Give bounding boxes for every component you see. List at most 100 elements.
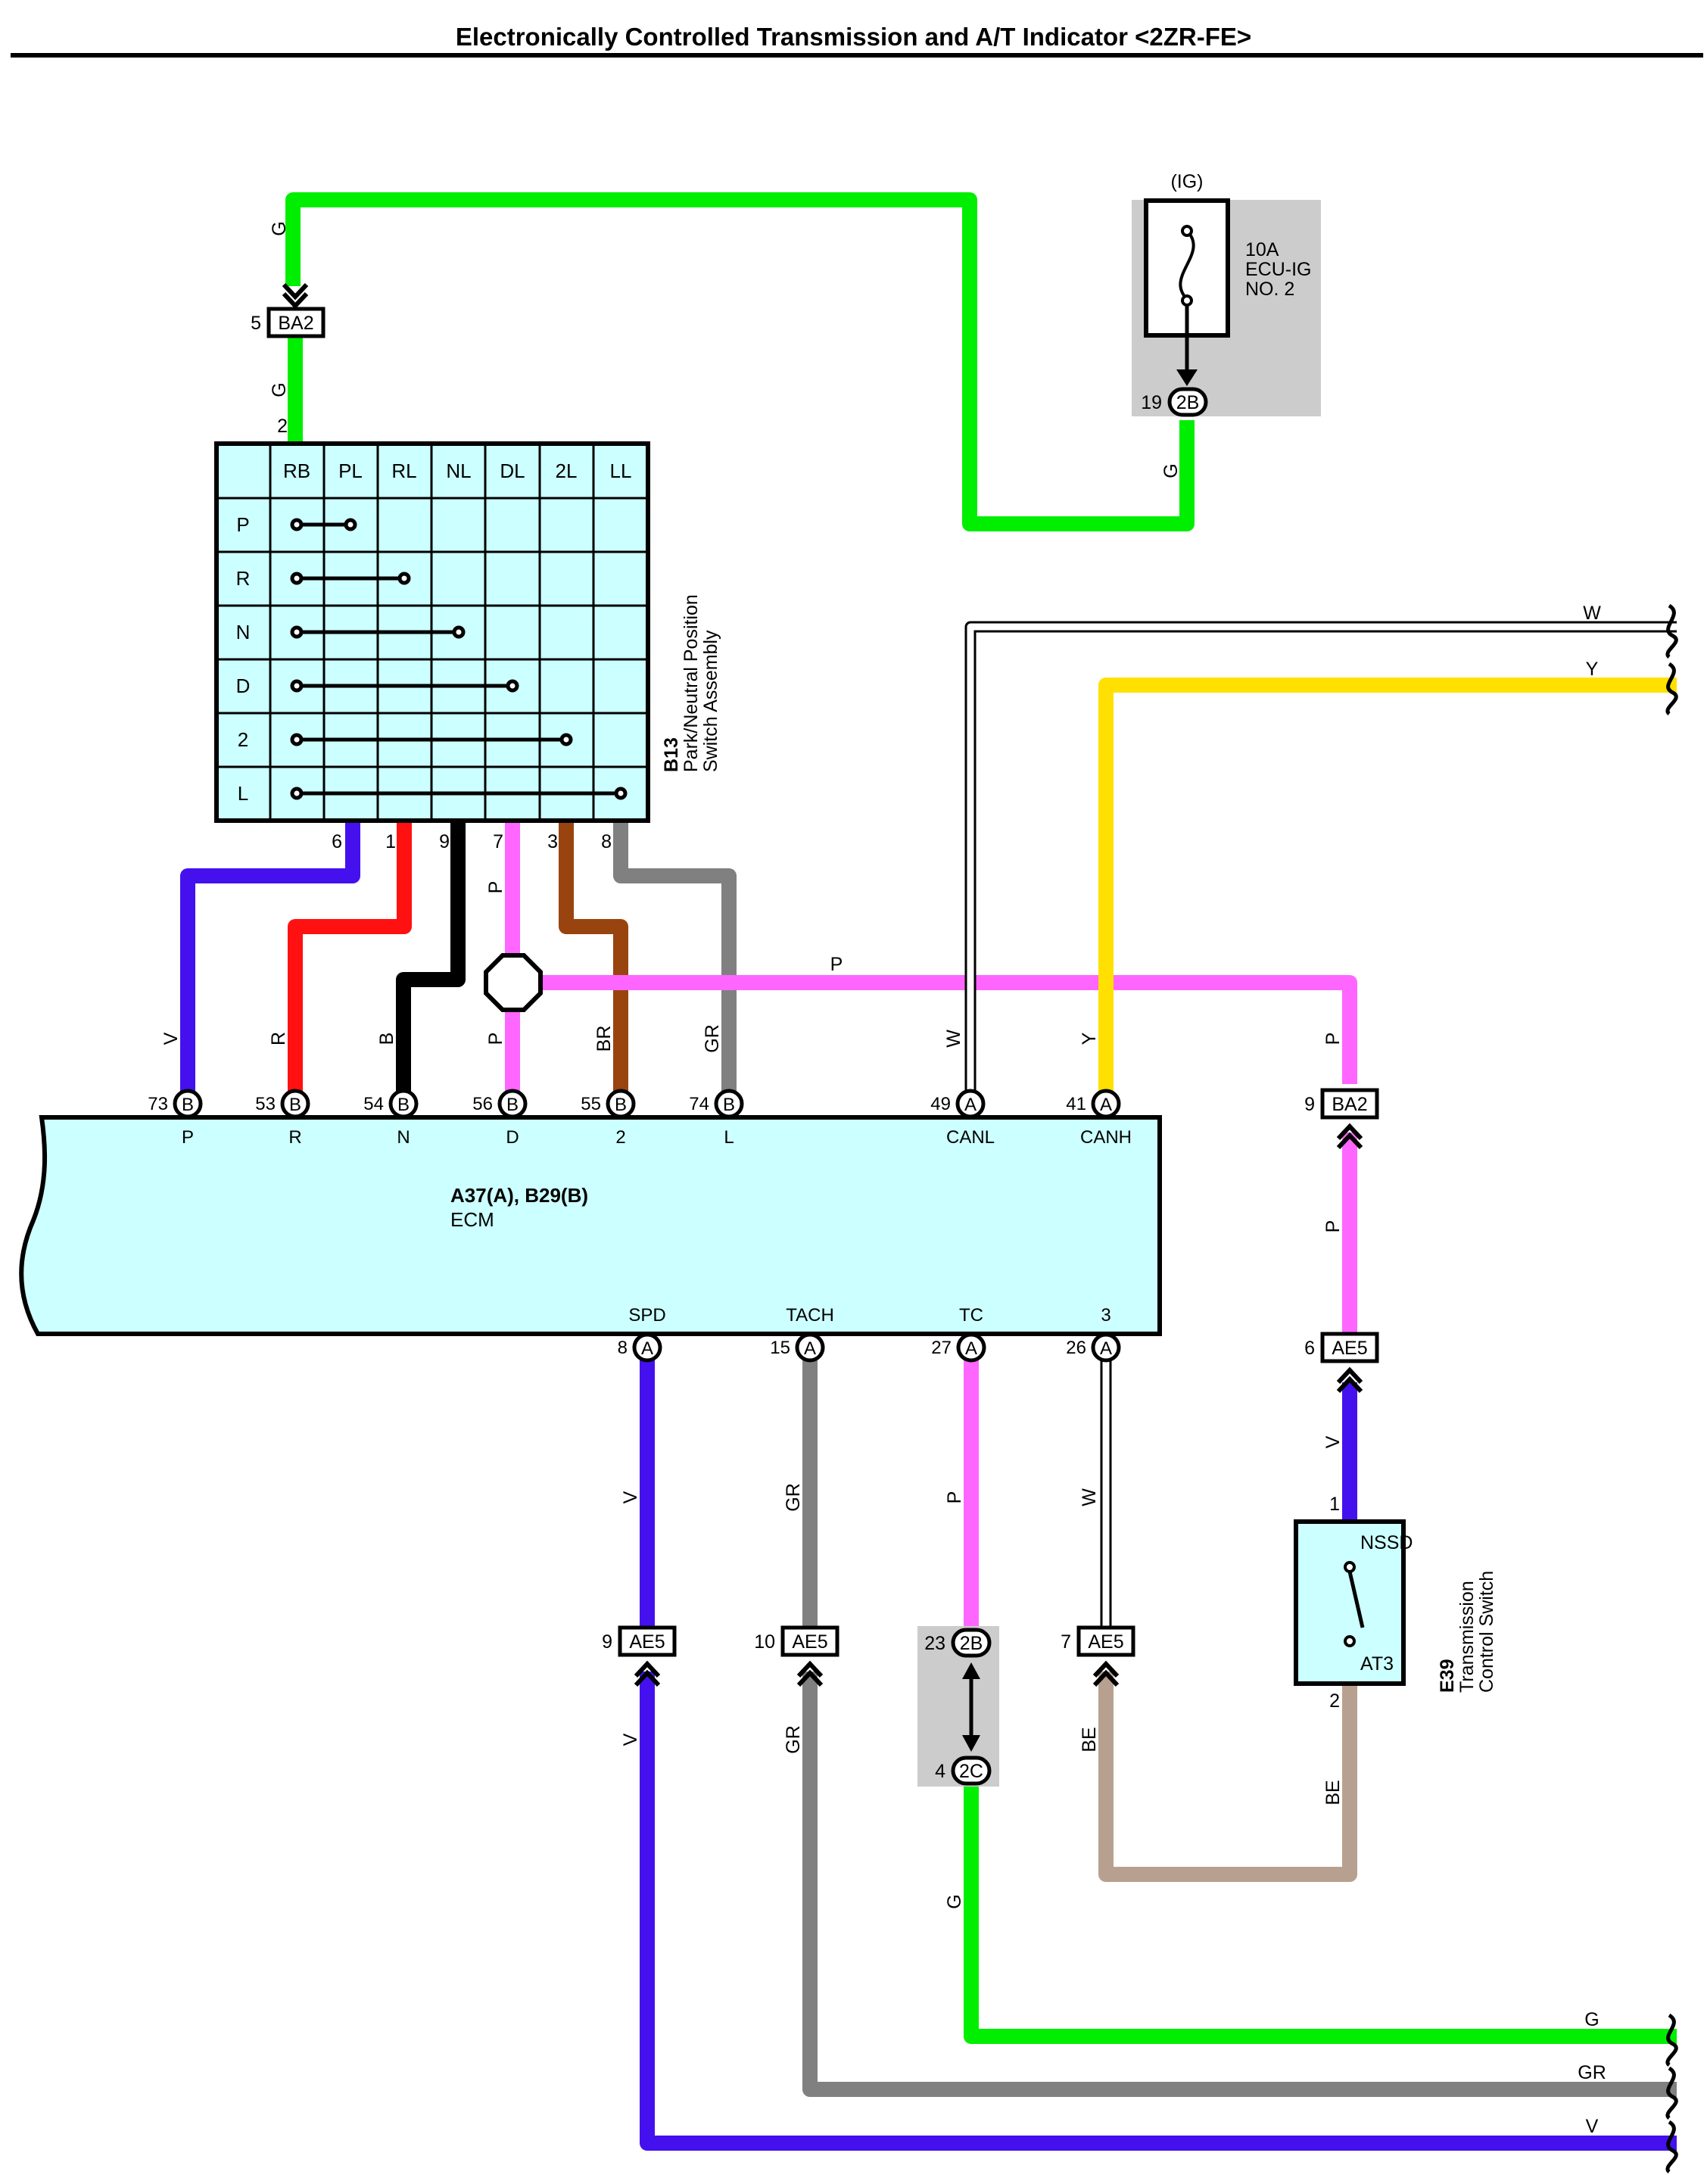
svg-text:AT3: AT3: [1360, 1653, 1394, 1675]
svg-text:74: 74: [689, 1094, 709, 1114]
svg-text:7: 7: [1061, 1631, 1071, 1653]
svg-text:GR: GR: [783, 1725, 804, 1754]
svg-text:V: V: [620, 1491, 641, 1503]
svg-text:TACH: TACH: [786, 1305, 834, 1326]
svg-text:CANH: CANH: [1080, 1127, 1132, 1148]
svg-text:26: 26: [1066, 1338, 1086, 1358]
svg-text:54: 54: [363, 1094, 384, 1114]
fuse-block: (IG) 10A ECU-IG NO. 2 2B 19: [1141, 171, 1312, 417]
svg-text:R: R: [236, 567, 251, 590]
svg-text:D: D: [506, 1127, 519, 1148]
wire-g-bottom: [964, 1787, 1677, 2044]
wires: [180, 192, 1677, 2151]
connector-ae5-spd: AE5 9: [602, 1625, 677, 1685]
svg-text:P: P: [182, 1127, 194, 1148]
svg-text:B: B: [289, 1095, 301, 1115]
svg-text:G: G: [269, 382, 290, 397]
svg-text:AE5: AE5: [1332, 1338, 1367, 1359]
svg-text:2: 2: [1329, 1690, 1340, 1712]
wire-r: [288, 821, 412, 1102]
ecm-ref: A37(A), B29(B): [450, 1184, 588, 1207]
svg-text:BA2: BA2: [278, 313, 313, 334]
svg-text:A: A: [965, 1338, 977, 1359]
white-wires: [964, 621, 1677, 1626]
svg-text:G: G: [1160, 463, 1182, 478]
svg-text:P: P: [485, 1033, 506, 1045]
svg-text:B: B: [615, 1095, 627, 1115]
wire-b: [396, 821, 466, 1102]
svg-text:1: 1: [385, 831, 396, 852]
transmission-control-switch: NSSD AT3 1 2 E39 Transmission Control Sw…: [1294, 1494, 1497, 1712]
wire-v-bottom: [640, 1671, 1677, 2151]
svg-text:73: 73: [148, 1094, 168, 1114]
svg-text:AE5: AE5: [1088, 1631, 1123, 1653]
svg-text:GR: GR: [702, 1024, 723, 1053]
svg-text:49: 49: [930, 1094, 951, 1114]
wire-p-bus: [531, 975, 1357, 1084]
svg-text:NSSD: NSSD: [1360, 1532, 1413, 1553]
svg-text:P: P: [1322, 1220, 1344, 1233]
svg-text:Y: Y: [1586, 659, 1599, 680]
svg-text:BE: BE: [1079, 1727, 1100, 1752]
svg-text:27: 27: [931, 1338, 952, 1358]
park-neutral-switch: RB PL RL NL DL 2L LL P R N D 2 L 2 6 1 9: [214, 416, 721, 852]
svg-text:NL: NL: [446, 460, 471, 482]
svg-text:(IG): (IG): [1170, 171, 1203, 192]
svg-text:9: 9: [602, 1631, 612, 1653]
svg-text:BA2: BA2: [1332, 1094, 1367, 1115]
svg-text:55: 55: [581, 1094, 601, 1114]
svg-text:R: R: [288, 1127, 301, 1148]
connector-ae5-right: AE5 6: [1304, 1332, 1379, 1391]
terminal-55: B 55 2: [581, 1089, 636, 1148]
svg-text:9: 9: [439, 831, 450, 852]
svg-text:2: 2: [615, 1127, 625, 1148]
svg-text:V: V: [1586, 2116, 1599, 2137]
svg-text:E39: E39: [1437, 1659, 1458, 1693]
svg-text:B: B: [182, 1095, 194, 1115]
wire-w-canl: [967, 623, 1677, 1102]
svg-text:GR: GR: [1578, 2062, 1606, 2083]
wire-labels: G G G V R B P P BR GR W Y P P V BE V GR …: [160, 221, 1344, 1908]
wire-v-p: [180, 821, 360, 1102]
horizontal-wire-labels: P W Y G GR V: [830, 603, 1606, 2137]
wire-y-canh: [1098, 678, 1677, 1102]
svg-text:V: V: [1322, 1435, 1344, 1448]
svg-text:8: 8: [618, 1338, 628, 1358]
connector-ae5-w: AE5 7: [1061, 1625, 1135, 1685]
svg-text:41: 41: [1066, 1094, 1086, 1114]
svg-text:P: P: [830, 954, 843, 975]
svg-text:L: L: [238, 782, 248, 805]
svg-text:3: 3: [547, 831, 558, 852]
ecm-name: ECM: [450, 1208, 494, 1231]
svg-text:15: 15: [770, 1338, 790, 1358]
svg-text:Control Switch: Control Switch: [1476, 1571, 1497, 1693]
svg-text:2: 2: [238, 728, 248, 751]
svg-text:B: B: [376, 1033, 397, 1045]
terminal-73: B 73P: [148, 1089, 203, 1148]
connector-2b-2c: 2B 23 2C 4: [924, 1628, 992, 1786]
svg-text:56: 56: [472, 1094, 493, 1114]
wire-g-fuse-to-switch: [285, 192, 1195, 531]
svg-text:10A: 10A: [1245, 239, 1279, 260]
connector-ae5-tach: AE5 10: [754, 1625, 839, 1685]
svg-text:B13: B13: [661, 737, 682, 772]
svg-text:5: 5: [251, 313, 261, 334]
svg-text:W: W: [943, 1030, 964, 1048]
svg-text:Transmission: Transmission: [1456, 1581, 1478, 1693]
svg-text:19: 19: [1141, 392, 1162, 413]
svg-text:BE: BE: [1322, 1780, 1344, 1805]
svg-text:N: N: [397, 1127, 410, 1148]
svg-text:AE5: AE5: [629, 1631, 665, 1653]
page-title: Electronically Controlled Transmission a…: [455, 23, 1252, 51]
svg-text:RL: RL: [391, 460, 416, 482]
svg-text:W: W: [1583, 603, 1601, 624]
